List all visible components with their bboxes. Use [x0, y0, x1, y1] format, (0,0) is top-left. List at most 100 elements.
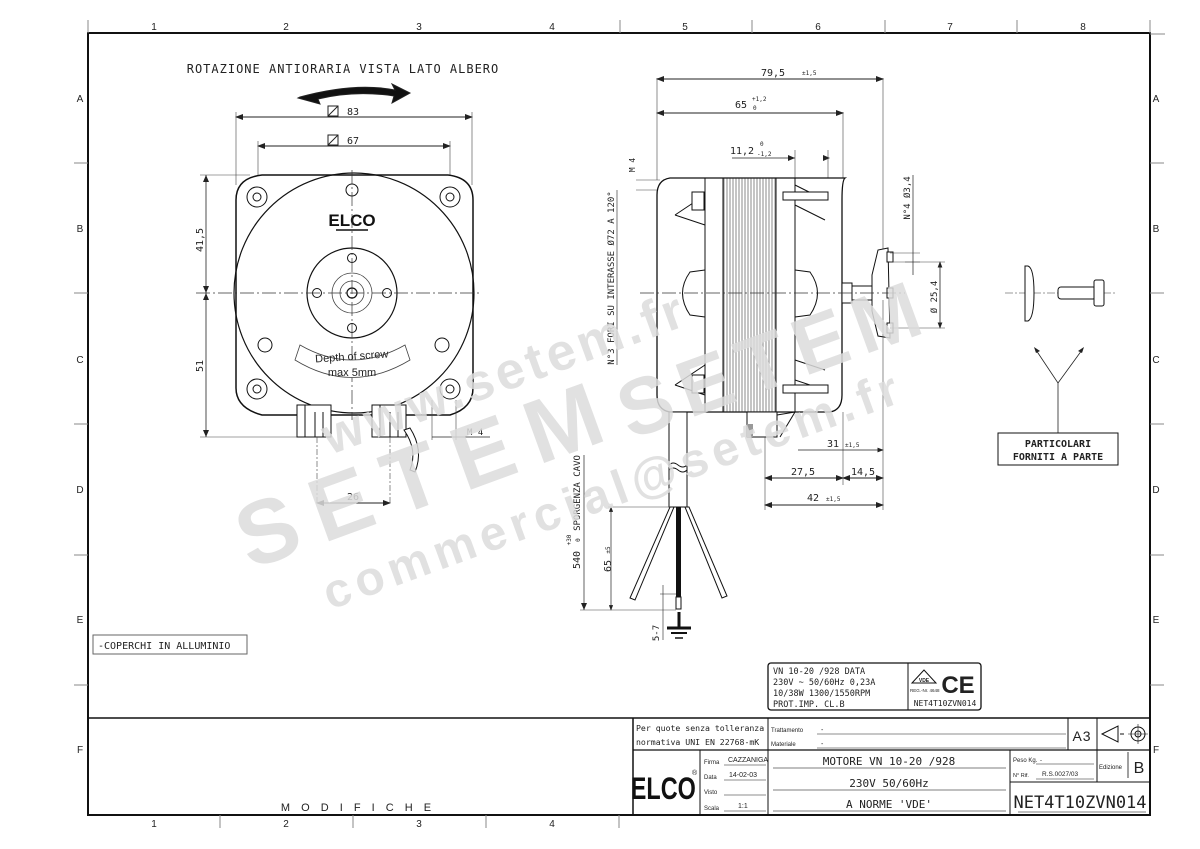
rif-value: R.S.0027/03: [1042, 771, 1079, 778]
svg-text:N° Rif.: N° Rif.: [1013, 773, 1029, 779]
dim-27-5: 27,5: [791, 467, 815, 478]
dim-42: 42: [807, 493, 819, 504]
svg-text:Firma: Firma: [704, 760, 720, 766]
svg-text:+30: +30: [566, 534, 573, 545]
svg-text:1: 1: [151, 819, 157, 830]
svg-text:±1,5: ±1,5: [826, 496, 841, 503]
dim-67: 67: [347, 136, 359, 147]
rotation-arrow-icon: [296, 82, 412, 105]
col-label: 4: [549, 22, 555, 33]
svg-text:0: 0: [575, 538, 582, 542]
svg-text:Data: Data: [704, 775, 717, 781]
col-label: 7: [947, 22, 953, 33]
title-block: [632, 718, 1150, 815]
dim-41-5: 41,5: [195, 228, 206, 252]
dim-m4-front: M 4: [467, 428, 483, 438]
vde-mark-icon: [910, 669, 938, 684]
column-markers-bottom: [219, 815, 620, 828]
svg-text:C: C: [1152, 355, 1159, 366]
dim-83: 83: [347, 107, 359, 118]
col-label: 8: [1080, 22, 1086, 33]
nameplate-code: NET4T10ZVN014: [914, 699, 977, 708]
note-coperchi: -COPERCHI IN ALLUMINIO: [98, 641, 230, 652]
svg-text:4: 4: [549, 819, 555, 830]
svg-text:Edizione: Edizione: [1099, 765, 1123, 771]
materiale-label: Materiale: [771, 742, 796, 748]
note-box: -COPERCHI IN ALLUMINIO: [92, 634, 248, 655]
side-view: 79,5 ±1,5 65 +1,2 0 11,2 0 -1,2 M 4 N°3 …: [566, 68, 945, 641]
column-labels-top: 1 2 3 4 5 6 7 8: [151, 22, 1086, 33]
parts-label: PARTICOLARI: [1025, 439, 1091, 450]
col-label: 3: [416, 22, 422, 33]
svg-text:D: D: [76, 485, 83, 496]
svg-text:F: F: [1153, 745, 1159, 756]
title-block-text: Per quote senza tolleranza normativa UNI…: [631, 723, 1148, 813]
parts-detail: PARTICOLARI FORNITI A PARTE: [997, 265, 1119, 466]
svg-text:-1,2: -1,2: [757, 151, 772, 158]
nameplate-line-4: PROT.IMP. CL.B: [773, 700, 845, 710]
col-label: 5: [682, 22, 688, 33]
dim-14-5: 14,5: [851, 467, 875, 478]
drawing-code: NET4T10ZVN014: [1013, 793, 1146, 813]
cable-65: 65: [603, 560, 614, 572]
svg-text:E: E: [77, 615, 84, 626]
scale-value: 1:1: [738, 803, 748, 810]
modifiche-label: M O D I F I C H E: [281, 802, 435, 814]
drawing-subtitle: 230V 50/60Hz: [849, 777, 928, 790]
dim-25-4: Ø 25,4: [929, 281, 940, 314]
svg-text:2: 2: [283, 819, 289, 830]
registered-icon: ®: [692, 769, 698, 777]
nameplate-line-2: 230V ~ 50/60Hz 0,23A: [773, 678, 875, 688]
col-label: 6: [815, 22, 821, 33]
dim-holes-4: N°4 Ø3,4: [902, 176, 913, 219]
drawing-norm: A NORME 'VDE': [846, 798, 932, 811]
col-label: 2: [283, 22, 289, 33]
row-markers: [74, 162, 1164, 686]
front-view: ROTAZIONE ANTIORARIA VISTA LATO ALBERO 8…: [187, 62, 500, 506]
dim-26: 26: [347, 492, 359, 503]
svg-text:-: -: [821, 727, 824, 734]
rotation-note: ROTAZIONE ANTIORARIA VISTA LATO ALBERO: [187, 62, 500, 76]
svg-text:B: B: [77, 224, 84, 235]
edition-value: B: [1134, 760, 1145, 777]
projection-symbol-icon: [1100, 724, 1148, 744]
cable-label: SPORGENZA CAVO: [573, 455, 583, 531]
svg-text:D: D: [1152, 485, 1159, 496]
holes-note: N°3 FORI SU INTERASSE Ø72 A 120°: [606, 191, 617, 364]
svg-text:0: 0: [760, 141, 764, 148]
nameplate-line-1: VN 10-20 /928 DATA: [773, 667, 865, 677]
svg-text:+1,2: +1,2: [752, 96, 767, 103]
sheet-format: A3: [1072, 728, 1091, 744]
dim-79-5: 79,5: [761, 68, 785, 79]
svg-text:A: A: [1153, 94, 1160, 105]
cable-540: 540: [572, 551, 583, 569]
svg-text:0: 0: [753, 105, 757, 112]
dim-m4-side: M 4: [628, 158, 637, 173]
date-value: 14-02-03: [729, 772, 757, 779]
screw-depth-label-2: max 5mm: [328, 367, 376, 379]
svg-text:Peso Kg.: Peso Kg.: [1013, 758, 1038, 764]
drawing-title: MOTORE VN 10-20 /928: [823, 755, 955, 768]
peso-value: -: [1040, 758, 1042, 764]
firma-value: CAZZANIGA: [728, 757, 768, 764]
svg-text:F: F: [77, 745, 83, 756]
elco-title-logo: ELCO: [631, 771, 696, 806]
dim-51: 51: [195, 360, 206, 372]
screw-depth-label: Depth of screw: [315, 348, 389, 365]
ce-mark-icon: CE: [941, 672, 974, 699]
svg-text:±1,5: ±1,5: [802, 70, 817, 77]
dim-65: 65: [735, 100, 747, 111]
svg-text:A: A: [77, 94, 84, 105]
svg-text:Scala: Scala: [704, 806, 720, 812]
tolerance-note: Per quote senza tolleranza: [636, 723, 764, 733]
parts-label-2: FORNITI A PARTE: [1013, 452, 1103, 463]
tolerance-note-2: normativa UNI EN 22768-mK: [636, 737, 759, 747]
nameplate-line-3: 10/38W 1300/1550RPM: [773, 689, 870, 699]
svg-text:3: 3: [416, 819, 422, 830]
column-labels-bottom: 1 2 3 4: [151, 819, 555, 830]
col-label: 1: [151, 22, 157, 33]
svg-text:±1,5: ±1,5: [845, 442, 860, 449]
trattamento-label: Trattamento: [771, 728, 804, 734]
